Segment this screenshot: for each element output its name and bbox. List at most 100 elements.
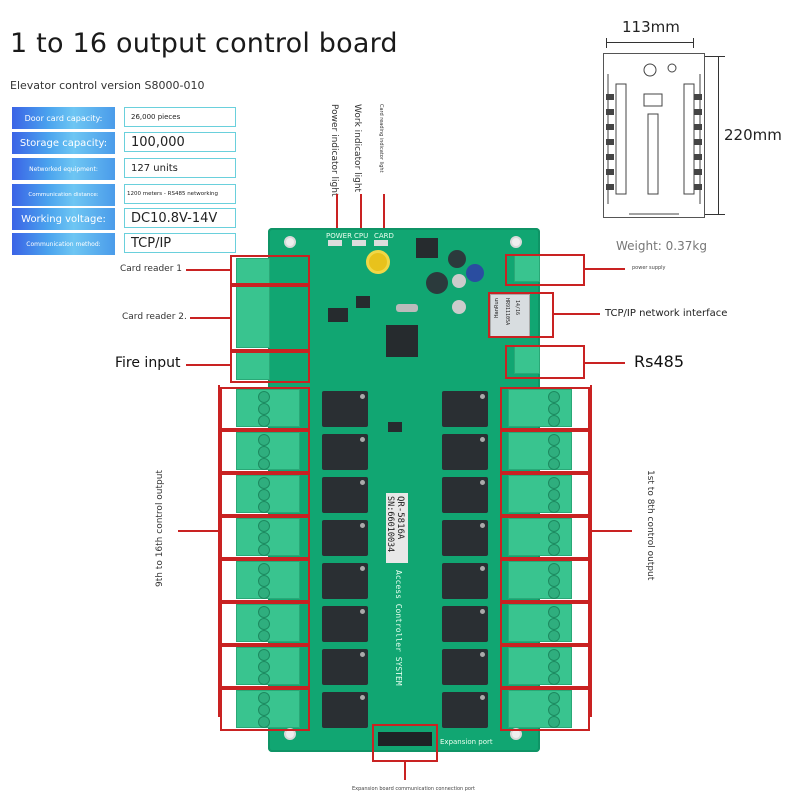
screw-icon — [548, 673, 560, 685]
callout-line — [383, 194, 385, 238]
serial-number: SN:66010034 — [385, 496, 395, 553]
spec-row-comm-method: Communication method: TCP/IP — [12, 233, 236, 255]
card-indicator-label: Card reading indicator light — [378, 104, 384, 173]
power-supply-box — [505, 254, 585, 286]
height-tick — [705, 214, 725, 215]
output-terminal-right — [508, 432, 572, 470]
spec-label: Door card capacity: — [12, 107, 115, 129]
screw-icon — [258, 649, 270, 661]
screw-icon — [548, 489, 560, 501]
outputs-left-label: 9th to 16th control output — [155, 470, 165, 588]
spec-row-storage: Storage capacity: 100,000 — [12, 132, 236, 154]
screw-icon — [548, 403, 560, 415]
output-terminal-right — [508, 690, 572, 728]
screw-icon — [548, 458, 560, 470]
screw-icon — [548, 618, 560, 630]
spec-row-voltage: Working voltage: DC10.8V-14V — [12, 208, 236, 230]
card-reader-2-label: Card reader 2. — [122, 312, 187, 322]
relay — [322, 649, 368, 685]
spec-value: DC10.8V-14V — [124, 208, 236, 228]
output-callout-box — [500, 602, 590, 645]
screw-icon — [258, 587, 270, 599]
screw-icon — [548, 661, 560, 673]
relay — [322, 692, 368, 728]
board-outline-drawing — [603, 53, 705, 218]
ethernet-part: HR911105A — [504, 298, 510, 326]
height-tick — [705, 56, 725, 57]
ic-chip — [388, 422, 402, 432]
output-callout-box — [220, 516, 310, 559]
ic-chip — [356, 296, 370, 308]
work-indicator-label: Work indicator light — [352, 104, 362, 193]
expansion-callout-box — [372, 724, 438, 762]
screw-icon — [258, 575, 270, 587]
relay — [322, 606, 368, 642]
spec-value: 1200 meters - RS485 networking — [124, 184, 236, 204]
fire-input-label: Fire input — [115, 355, 181, 371]
screw-icon — [548, 563, 560, 575]
callout-line — [190, 317, 230, 319]
relay — [322, 520, 368, 556]
output-terminal-right — [508, 647, 572, 685]
expansion-header — [378, 732, 432, 746]
card-reader-1-box — [230, 255, 310, 285]
callout-line — [186, 269, 230, 271]
spec-value: TCP/IP — [124, 233, 236, 253]
screw-icon — [548, 606, 560, 618]
output-callout-box — [220, 559, 310, 602]
output-callout-box — [500, 473, 590, 516]
relay — [322, 391, 368, 427]
screw-icon — [258, 661, 270, 673]
output-terminal-right — [508, 561, 572, 599]
mount-hole — [510, 236, 522, 248]
spec-row-door-card: Door card capacity: 26,000 pieces — [12, 107, 236, 129]
battery-icon — [366, 250, 390, 274]
screw-icon — [548, 649, 560, 661]
width-tick — [693, 38, 694, 48]
screw-icon — [258, 403, 270, 415]
page-title: 1 to 16 output control board — [10, 28, 398, 59]
width-line — [606, 42, 693, 43]
output-callout-box — [500, 645, 590, 688]
inductor — [426, 272, 448, 294]
screw-icon — [548, 391, 560, 403]
rs485-terminal — [514, 346, 540, 374]
output-callout-box — [500, 430, 590, 473]
screw-icon — [548, 704, 560, 716]
width-dimension: 113mm — [622, 18, 680, 36]
capacitor — [452, 300, 466, 314]
ic-chip — [328, 308, 348, 322]
card-reader-1-terminal — [236, 258, 270, 286]
output-callout-box — [220, 473, 310, 516]
outputs-right-label: 1st to 8th control output — [645, 470, 655, 581]
silk-card: CARD — [374, 232, 394, 240]
card-led — [374, 240, 388, 246]
screw-icon — [258, 630, 270, 642]
card-reader-2-box — [230, 285, 310, 351]
control-board: POWER CPU CARD HanRun HR911105A 14/16 — [236, 228, 540, 752]
relay — [322, 477, 368, 513]
screw-icon — [258, 563, 270, 575]
weight-label: Weight: 0.37kg — [616, 239, 707, 253]
crystal — [396, 304, 418, 312]
system-silkscreen: Access Controller SYSTEM — [394, 570, 403, 686]
screw-icon — [258, 606, 270, 618]
relay — [442, 692, 488, 728]
callout-line — [404, 762, 406, 780]
spec-row-distance: Communication distance: 1200 meters - RS… — [12, 184, 236, 206]
card-reader-1-label: Card reader 1 — [120, 264, 183, 274]
screw-icon — [548, 575, 560, 587]
width-tick — [606, 38, 607, 48]
screw-icon — [258, 446, 270, 458]
screw-icon — [258, 704, 270, 716]
rs485-box — [505, 345, 585, 379]
screw-icon — [548, 520, 560, 532]
cpu-led — [352, 240, 366, 246]
callout-line — [178, 530, 218, 532]
output-callout-box — [220, 387, 310, 430]
screw-icon — [548, 544, 560, 556]
capacitor — [452, 274, 466, 288]
card-reader-2-terminal — [236, 286, 270, 348]
relay — [442, 606, 488, 642]
screw-icon — [548, 716, 560, 728]
